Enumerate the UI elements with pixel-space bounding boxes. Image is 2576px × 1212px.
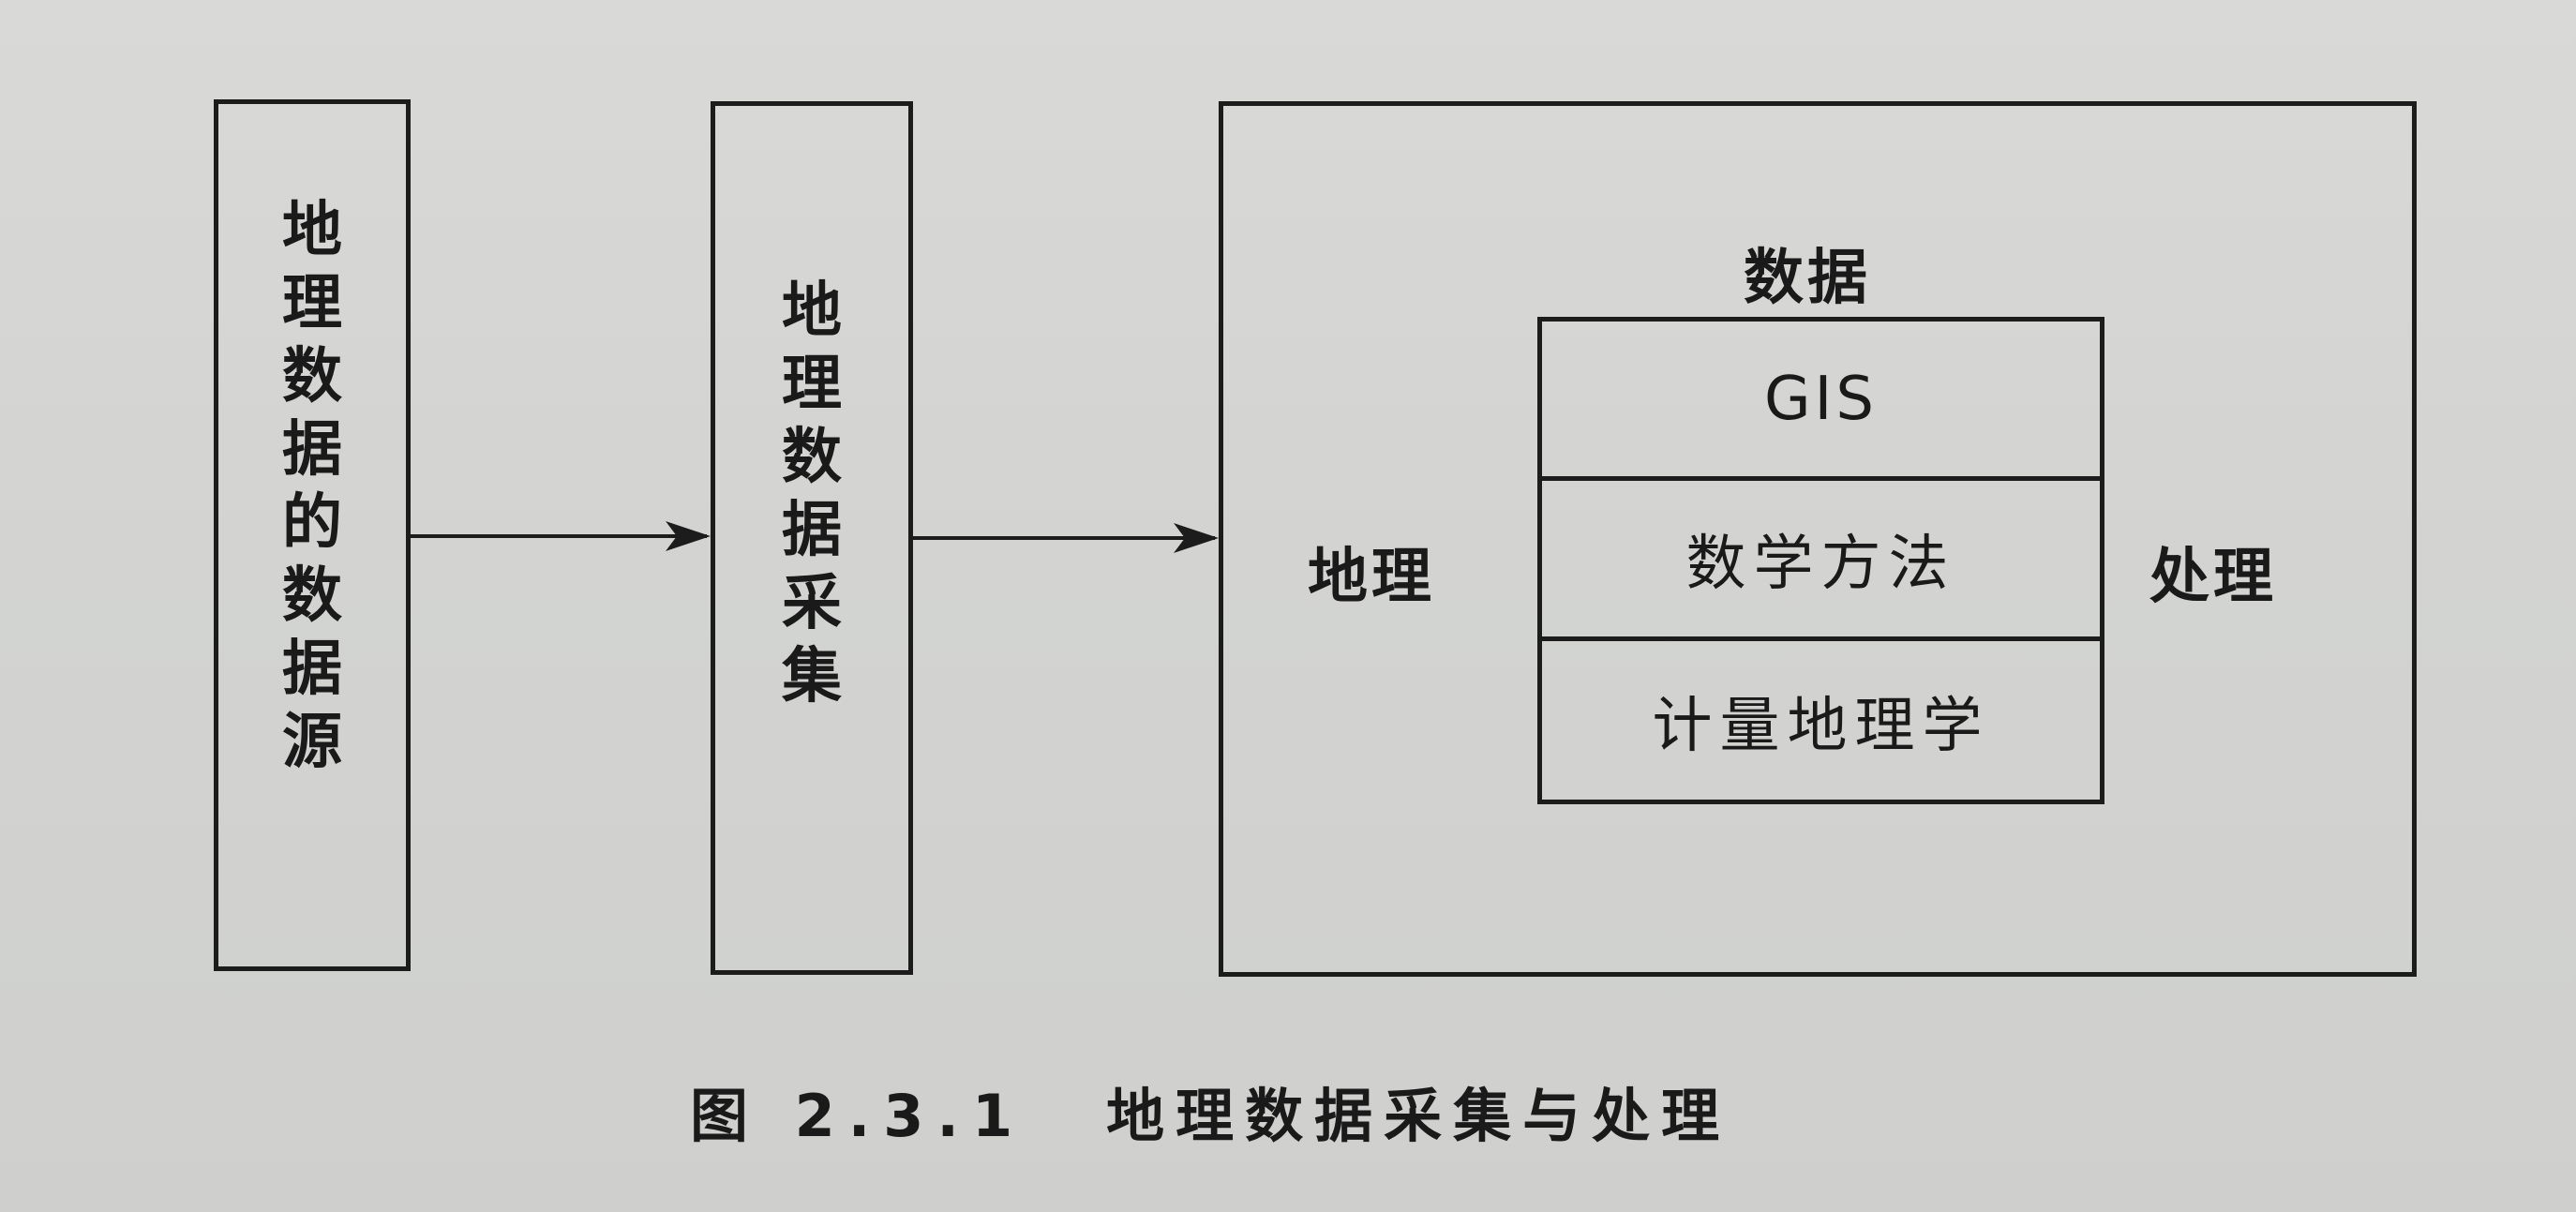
source-char: 据 xyxy=(282,635,342,704)
figure-title: 地理数据采集与处理 xyxy=(1106,1082,1731,1150)
source-char: 源 xyxy=(282,708,342,777)
source-char: 理 xyxy=(282,269,342,338)
figure-caption: 图 2.3.1 地理数据采集与处理 xyxy=(690,1069,1730,1153)
figure-number: 图 2.3.1 xyxy=(690,1082,1026,1150)
collect-char: 据 xyxy=(782,496,842,565)
source-char: 的 xyxy=(282,488,342,558)
source-char: 据 xyxy=(282,415,342,485)
collect-char: 理 xyxy=(782,350,842,419)
geo-data-source-box: 地 理 数 据 的 数 据 源 xyxy=(214,99,411,971)
geo-data-collection-text: 地 理 数 据 采 集 xyxy=(715,275,908,713)
collect-char: 集 xyxy=(782,642,842,711)
processing-label: 处理 xyxy=(2149,543,2277,612)
stack-row-gis: GIS xyxy=(1763,364,1879,434)
stack-row-math-methods: 数学方法 xyxy=(1542,476,2100,641)
collect-char: 数 xyxy=(782,423,842,492)
geography-label: 地理 xyxy=(1308,543,1435,612)
collect-char: 采 xyxy=(782,569,842,638)
source-char: 数 xyxy=(282,342,342,411)
data-label: 数据 xyxy=(1744,244,1871,313)
methods-stack: GIS 数学方法 计量地理学 xyxy=(1537,317,2104,804)
source-char: 数 xyxy=(282,561,342,631)
source-char: 地 xyxy=(282,196,342,265)
geo-data-collection-box: 地 理 数 据 采 集 xyxy=(711,101,913,975)
geo-data-source-text: 地 理 数 据 的 数 据 源 xyxy=(218,194,406,779)
collect-char: 地 xyxy=(782,277,842,346)
stack-row-quantitative-geography: 计量地理学 xyxy=(1652,692,1990,761)
geo-data-processing-box xyxy=(1219,101,2417,977)
